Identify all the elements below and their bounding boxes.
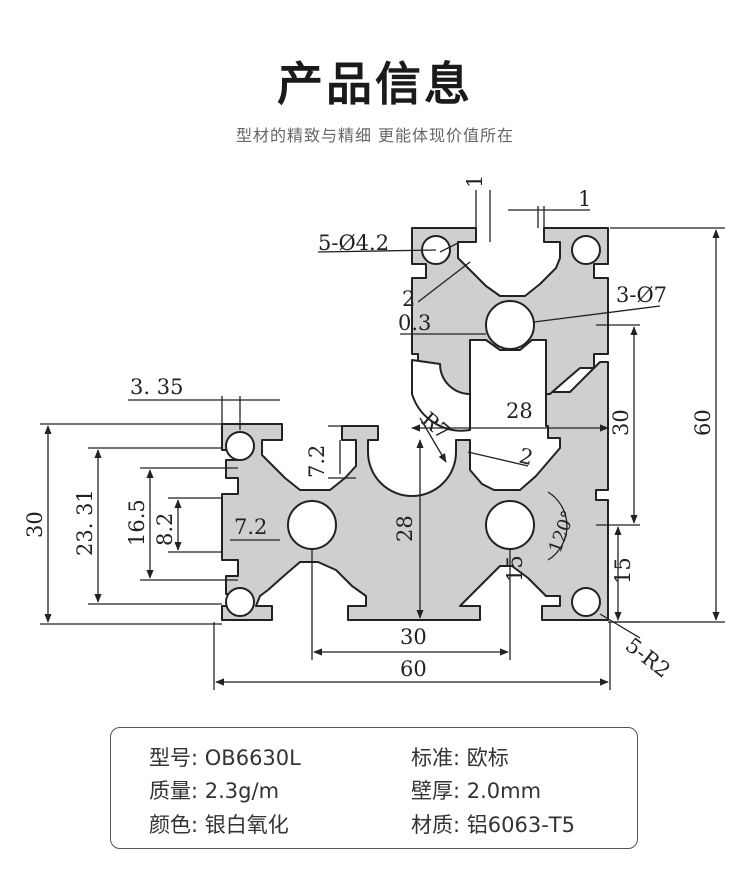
dim-top-left-1: 1 — [463, 175, 487, 188]
spec-color-value: 银白氧化 — [204, 813, 289, 837]
spec-standard-label: 标准: — [411, 746, 461, 770]
spec-standard-value: 欧标 — [466, 746, 509, 770]
spec-wall-value: 2.0mm — [466, 779, 542, 803]
dim-height-28-center: 28 — [393, 515, 417, 542]
spec-model-value: OB6630L — [204, 746, 301, 770]
bore-top — [485, 300, 535, 350]
spec-wall: 壁厚: 2.0mm — [411, 775, 541, 805]
dim-height-30-left: 30 — [23, 511, 47, 538]
dim-left-15: 15 — [503, 555, 527, 582]
spec-material-label: 材质: — [411, 813, 461, 837]
dim-right-15: 15 — [611, 557, 635, 584]
spec-weight-label: 质量: — [149, 779, 199, 803]
dim-bore-spec: 3-Ø7 — [616, 283, 667, 307]
hole-bottom-right — [571, 587, 601, 617]
spec-material: 材质: 铝6063-T5 — [411, 809, 575, 839]
spec-table: 型号: OB6630L 标准: 欧标 质量: 2.3g/m 壁厚: 2.0mm … — [110, 727, 638, 849]
bore-right — [485, 500, 535, 550]
bore-left — [287, 500, 337, 550]
profile-drawing: 5-Ø4.2 3-Ø7 1 1 2 0.3 3. 35 28 30 60 R7 … — [23, 175, 725, 690]
dim-slot-2: 2 — [402, 287, 415, 311]
dim-hole-spec: 5-Ø4.2 — [318, 231, 389, 255]
hole-left-bottom — [225, 587, 255, 617]
hole-left-top — [225, 431, 255, 461]
hole-top-right — [571, 235, 601, 265]
dim-height-30-right: 30 — [609, 409, 633, 436]
dim-height-60-total: 60 — [691, 409, 715, 436]
dim-left-335: 3. 35 — [130, 375, 183, 399]
spec-weight: 质量: 2.3g/m — [149, 775, 279, 805]
spec-wall-label: 壁厚: — [411, 779, 461, 803]
dim-width-28-top: 28 — [506, 399, 533, 423]
dim-thickness-03: 0.3 — [398, 311, 431, 335]
spec-color-label: 颜色: — [149, 813, 199, 837]
dim-width-60-bottom: 60 — [400, 657, 427, 681]
dim-height-165: 16.5 — [125, 499, 149, 546]
spec-standard: 标准: 欧标 — [411, 742, 509, 772]
spec-model: 型号: OB6630L — [149, 742, 301, 772]
dim-slot-72-vert: 7.2 — [305, 445, 329, 478]
dimension-lines — [40, 190, 725, 690]
page-title: 产品信息 — [277, 57, 473, 111]
dim-height-2331: 23. 31 — [73, 489, 97, 556]
spec-weight-value: 2.3g/m — [204, 779, 280, 803]
dim-wall-2: 2 — [517, 444, 536, 471]
left-block — [221, 361, 609, 621]
holes — [225, 235, 601, 617]
dim-top-right-1: 1 — [578, 187, 591, 211]
dim-width-30-bottom: 30 — [400, 625, 427, 649]
dim-slot-72-horz: 7.2 — [234, 515, 267, 539]
dim-corner-r2: 5-R2 — [621, 633, 675, 682]
page-subtitle: 型材的精致与精细 更能体现价值所在 — [235, 126, 515, 145]
spec-model-label: 型号: — [149, 746, 199, 770]
dim-height-82: 8.2 — [153, 513, 177, 546]
spec-material-value: 铝6063-T5 — [466, 813, 575, 837]
spec-color: 颜色: 银白氧化 — [149, 809, 289, 839]
